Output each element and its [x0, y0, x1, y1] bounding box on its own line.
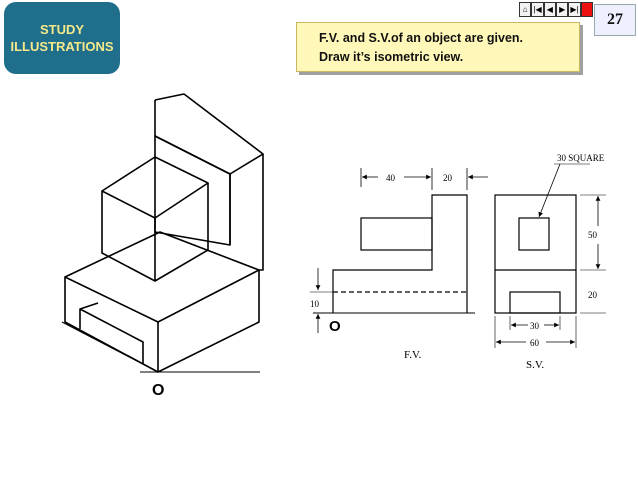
stop-button[interactable] — [580, 2, 593, 17]
fv-label: F.V. — [404, 349, 422, 361]
next-icon: ▶ — [559, 5, 566, 14]
problem-statement: F.V. and S.V.of an object are given. Dra… — [296, 22, 580, 72]
next-slide-button[interactable]: ▶ — [555, 2, 569, 17]
iso-origin-label: O — [152, 382, 164, 399]
first-slide-button[interactable]: |◀ — [531, 2, 544, 17]
previous-slide-button[interactable]: ◀ — [543, 2, 556, 17]
study-illustrations-badge: STUDY ILLUSTRATIONS — [4, 2, 120, 74]
fv-origin-label: O — [329, 318, 341, 335]
badge-line-1: STUDY — [39, 22, 85, 37]
front-view — [310, 168, 488, 333]
wall-top-face — [154, 93, 264, 175]
sv-label: S.V. — [526, 359, 544, 371]
square-leader — [538, 163, 561, 218]
last-slide-button[interactable]: ▶| — [568, 2, 581, 17]
base-slot — [79, 308, 144, 364]
fv-cube-rect — [360, 217, 433, 251]
base-right-edges — [157, 270, 260, 373]
side-view — [494, 163, 606, 348]
badge-line-2: ILLUSTRATIONS — [10, 39, 114, 54]
sv-outline — [494, 194, 577, 314]
cube-right-edges — [154, 183, 209, 282]
isometric-view: O — [61, 93, 264, 399]
prev-icon: ◀ — [546, 5, 553, 14]
wall-right-face — [259, 154, 264, 271]
dim-10-label: 10 — [310, 299, 320, 309]
dim-20-side-label: 20 — [588, 290, 598, 300]
home-icon: ⌂ — [522, 5, 528, 14]
slide-navigation-bar: ⌂ |◀ ◀ ▶ ▶| — [519, 2, 593, 17]
page-number: 27 — [594, 4, 636, 36]
base-front-edges — [64, 277, 159, 373]
dim-60-label: 60 — [530, 338, 540, 348]
wall-front-face — [154, 135, 231, 246]
dim-20-top-label: 20 — [443, 173, 453, 183]
problem-line-2: Draw it’s isometric view. — [319, 50, 464, 64]
dim-50-label: 50 — [588, 230, 598, 240]
fv-outline — [332, 194, 468, 313]
skip-back-icon: |◀ — [533, 5, 542, 14]
dim-40-label: 40 — [386, 173, 396, 183]
square-note-label: 30 SQUARE — [557, 153, 605, 163]
problem-line-1: F.V. and S.V.of an object are given. — [319, 31, 524, 45]
dim-30-label: 30 — [530, 321, 540, 331]
skip-forward-icon: ▶| — [570, 5, 579, 14]
home-button[interactable]: ⌂ — [519, 2, 532, 17]
sv-slot — [509, 291, 561, 314]
cube-front-edges — [101, 191, 156, 282]
sv-square-face — [518, 217, 550, 251]
